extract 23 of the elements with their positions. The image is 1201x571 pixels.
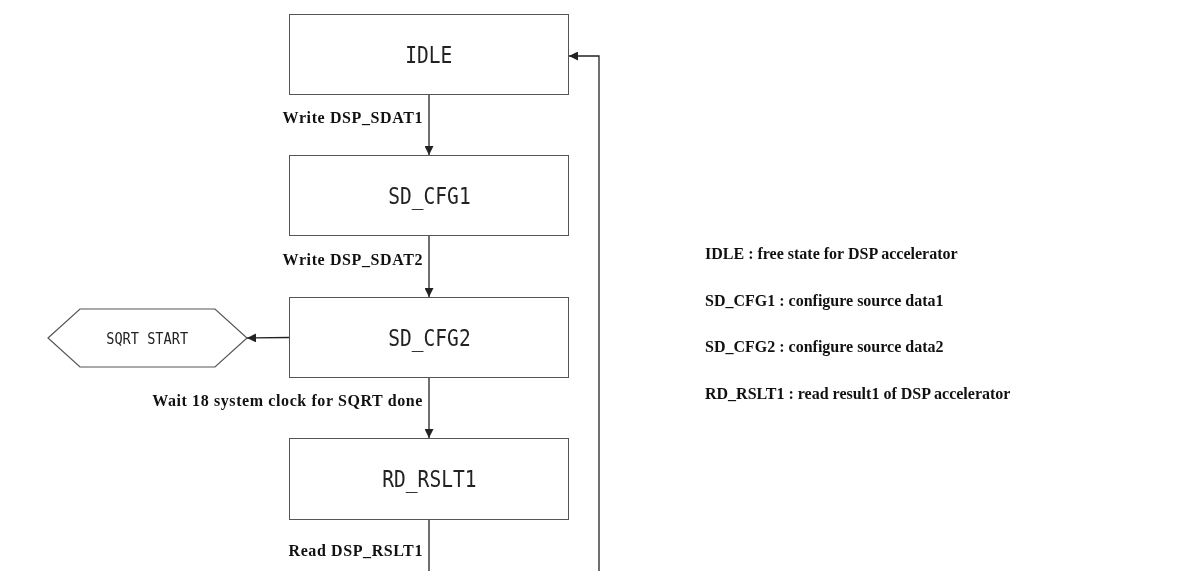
legend-text: SD_CFG2 : configure source data2 [705, 338, 944, 356]
edge-label: Write DSP_SDAT1 [282, 109, 423, 127]
hexagon-node [48, 309, 247, 367]
arrow [424, 235, 434, 298]
arrow [424, 377, 434, 439]
legend-text: IDLE : free state for DSP accelerator [705, 245, 958, 263]
state-label: IDLE [405, 41, 453, 68]
edge-label: Read DSP_RSLT1 [288, 542, 423, 560]
legend-text: RD_RSLT1 : read result1 of DSP accelerator [705, 384, 1011, 403]
state-label: SD_CFG2 [387, 324, 471, 351]
state-box [289, 438, 569, 520]
legend-text: SD_CFG1 : configure source data1 [705, 291, 944, 310]
state-label: RD_RSLT1 [381, 466, 477, 492]
state-box [289, 155, 569, 236]
arrow [424, 94, 434, 156]
edge-label: Write DSP_SDAT2 [282, 251, 423, 269]
arrow [428, 51, 600, 571]
state-box [289, 297, 569, 378]
state-label: SQRT START [106, 328, 189, 348]
state-box [289, 14, 569, 95]
arrow [246, 333, 290, 343]
edge-label: Wait 18 system clock for SQRT done [152, 392, 423, 410]
state-label: SD_CFG1 [387, 182, 471, 209]
